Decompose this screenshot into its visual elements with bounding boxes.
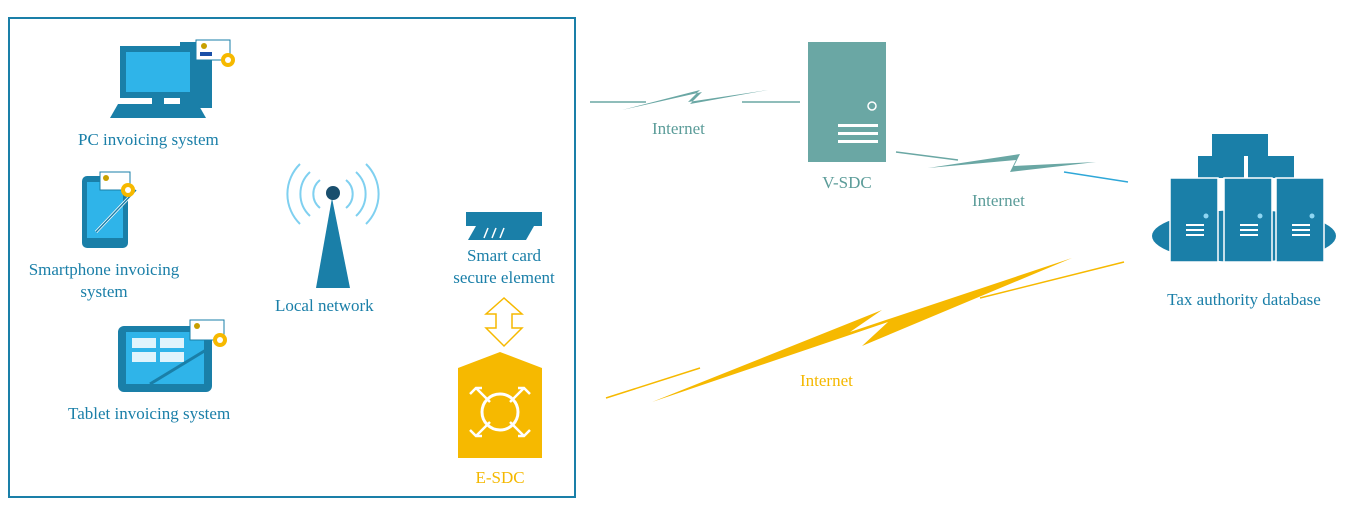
smartphone-label-line1: Smartphone invoicing [28,260,180,279]
database-servers-icon [1152,134,1336,263]
smartcard-label: Smart card secure element [436,245,572,289]
server-icon [808,42,886,162]
lightning-link-icon [895,151,1129,183]
smartphone-label: Smartphone invoicing system [10,259,198,303]
bidirectional-arrow-icon [484,296,524,348]
internet-label-2: Internet [972,191,1025,210]
smartcard-label-line1: Smart card [466,246,542,265]
pc-label: PC invoicing system [78,130,219,149]
tablet-icon [118,319,227,392]
smart-card-reader-icon [466,212,542,240]
local-network-boundary [8,17,576,498]
smartcard-label-line2: secure element [453,268,555,287]
lightning-link-icon [590,90,800,110]
smartphone-label-line2: system [80,282,128,301]
esdc-device-icon [458,352,542,458]
tax-authority-label: Tax authority database [1167,290,1321,309]
antenna-icon [286,163,380,288]
local-network-label: Local network [275,296,374,315]
smartphone-icon [82,171,138,248]
tablet-label: Tablet invoicing system [68,404,231,423]
internet-label-3: Internet [800,371,853,390]
pc-icon [110,39,235,118]
internet-label-1: Internet [652,119,705,138]
vsdc-label: V-SDC [822,173,872,192]
lightning-link-icon [605,258,1125,402]
esdc-label: E-SDC [475,468,525,487]
